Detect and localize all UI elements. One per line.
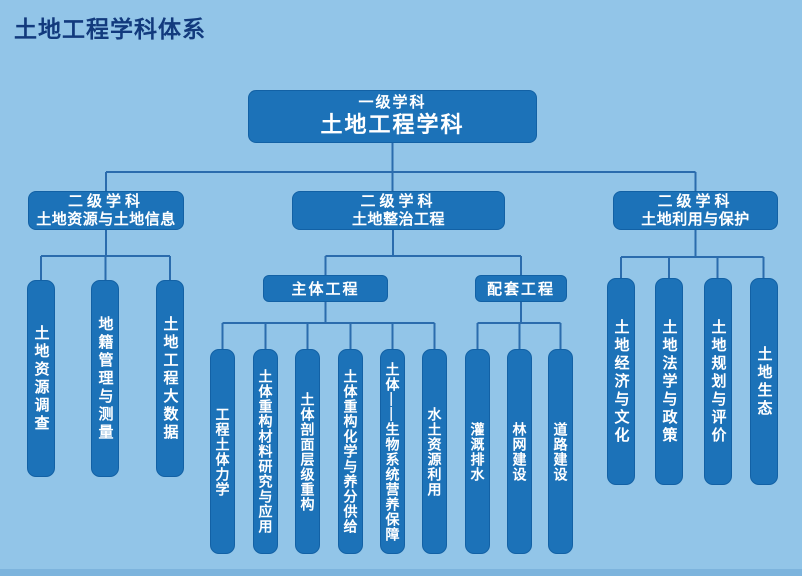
node-group-support-engineering: 配套工程	[475, 275, 567, 302]
node-level2-land-use-protection: 二级学科 土地利用与保护	[613, 191, 778, 230]
node-leaf-land-law-policy: 土地法学与政策	[655, 278, 683, 485]
node-leaf-land-ecology: 土地生态	[750, 278, 778, 485]
node-leaf-land-economy-culture: 土地经济与文化	[607, 278, 635, 485]
leaf-label: 土地经济与文化	[612, 318, 630, 445]
level1-tier-label: 一级学科	[358, 94, 427, 112]
group-label: 配套工程	[486, 281, 555, 298]
leaf-label: 土体剖面层级重构	[299, 391, 316, 512]
leaf-label: 土体重构材料研究与应用	[257, 369, 274, 534]
leaf-label: 土地工程大数据	[161, 315, 179, 442]
node-level2-land-resources-info: 二级学科 土地资源与土地信息	[28, 191, 184, 230]
node-leaf-irrigation-drainage: 灌溉排水	[465, 349, 490, 554]
node-leaf-water-soil-utilization: 水土资源利用	[422, 349, 447, 554]
leaf-label: 土体重构化学与养分供给	[342, 369, 359, 534]
node-leaf-reconstruction-chemistry: 土体重构化学与养分供给	[338, 349, 363, 554]
leaf-label: 林网建设	[511, 421, 528, 482]
node-level2-land-consolidation: 二级学科 土地整治工程	[292, 191, 505, 230]
leaf-label: 土地资源调查	[32, 324, 50, 433]
node-leaf-profile-reconstruction: 土体剖面层级重构	[295, 349, 320, 554]
leaf-label: 水土资源利用	[426, 406, 443, 497]
leaf-label: 土地规划与评价	[709, 318, 727, 445]
level1-name: 土地工程学科	[320, 111, 465, 137]
group-label: 主体工程	[291, 281, 360, 298]
bottom-edge-shade	[0, 569, 802, 576]
node-leaf-cadastral-management: 地籍管理与测量	[91, 280, 119, 477]
level2-tier-label: 二级学科	[67, 193, 144, 211]
leaf-label: 灌溉排水	[469, 421, 486, 482]
level2-tier-label: 二级学科	[360, 193, 437, 211]
node-leaf-forest-network: 林网建设	[507, 349, 532, 554]
leaf-label: 工程土体力学	[214, 406, 231, 497]
level2-name: 土地资源与土地信息	[36, 210, 176, 228]
node-leaf-soil-bio-nutrition: 土体——生物系统营养保障	[380, 349, 405, 554]
node-level1-land-engineering: 一级学科 土地工程学科	[248, 90, 537, 143]
node-leaf-reconstruction-materials: 土体重构材料研究与应用	[253, 349, 278, 554]
node-group-main-engineering: 主体工程	[263, 275, 388, 302]
node-leaf-soil-mechanics: 工程土体力学	[210, 349, 235, 554]
level2-name: 土地利用与保护	[641, 210, 750, 228]
leaf-label: 道路建设	[552, 421, 569, 482]
leaf-label: 地籍管理与测量	[96, 315, 114, 442]
node-leaf-land-planning-evaluation: 土地规划与评价	[704, 278, 732, 485]
leaf-label: 土体——生物系统营养保障	[384, 361, 401, 542]
leaf-label: 土地生态	[755, 345, 773, 418]
page-title: 土地工程学科体系	[14, 16, 206, 42]
node-leaf-road-construction: 道路建设	[548, 349, 573, 554]
leaf-label: 土地法学与政策	[660, 318, 678, 445]
level2-name: 土地整治工程	[351, 210, 445, 228]
node-leaf-land-resource-survey: 土地资源调查	[27, 280, 55, 477]
node-leaf-land-big-data: 土地工程大数据	[156, 280, 184, 477]
level2-tier-label: 二级学科	[657, 193, 734, 211]
